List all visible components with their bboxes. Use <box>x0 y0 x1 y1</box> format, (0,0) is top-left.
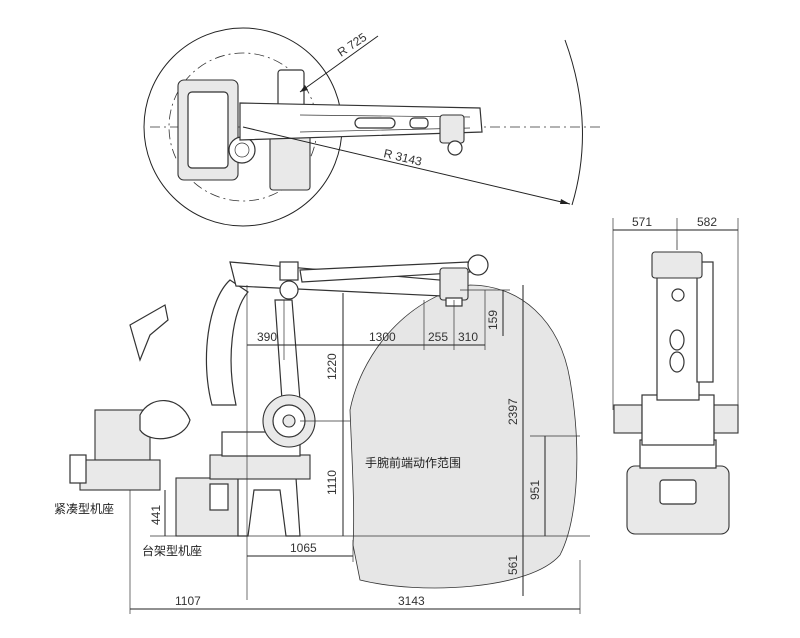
dim-1110: 1110 <box>325 470 339 495</box>
stand-base-label: 台架型机座 <box>142 543 202 558</box>
top-base-inner <box>187 91 229 169</box>
front-slot-1 <box>669 329 685 351</box>
top-wrist-flange <box>447 140 463 156</box>
r3143-leader <box>242 126 571 205</box>
compact-motor <box>69 454 87 484</box>
work-envelope-label: 手腕前端动作范围 <box>365 455 461 470</box>
front-top <box>651 251 703 279</box>
top-motor <box>269 134 311 191</box>
dim-1107: 1107 <box>175 594 201 608</box>
top-joint-circle <box>228 136 256 164</box>
dim-1220: 1220 <box>325 353 339 380</box>
top-arm-slot-1 <box>354 117 396 129</box>
front-base-window <box>659 479 697 505</box>
dim-571: 571 <box>632 215 652 229</box>
wrist-body <box>439 267 469 301</box>
compact-base-label: 紧凑型机座 <box>54 501 114 516</box>
dim-390: 390 <box>257 330 277 344</box>
side-view-robot <box>175 254 489 537</box>
upper-arm-link <box>299 261 471 283</box>
dim-3143: 3143 <box>398 594 425 608</box>
r3143-label: R 3143 <box>382 146 423 168</box>
front-right-motor <box>711 404 739 434</box>
dim-441: 441 <box>149 505 163 525</box>
r725-leader <box>299 35 379 93</box>
compact-base-sketch <box>69 304 191 491</box>
dim-2397: 2397 <box>506 398 520 425</box>
turntable <box>209 454 311 480</box>
dim-561: 561 <box>506 555 520 575</box>
dim-310: 310 <box>458 330 478 344</box>
top-joint-circle-inner <box>234 142 250 158</box>
front-joint <box>671 288 685 302</box>
elbow-joint <box>279 280 299 300</box>
main-gear-hub <box>282 414 296 428</box>
top-view: R 725 R 3143 <box>143 27 600 227</box>
wrist-joint <box>467 254 489 276</box>
dim-159: 159 <box>486 310 500 330</box>
dim-582: 582 <box>697 215 717 229</box>
upper-arm-box <box>279 261 299 281</box>
work-envelope <box>349 284 578 589</box>
outer-reach-arc <box>564 39 583 206</box>
dimension-lines: 571 582 390 1300 255 310 159 1220 1110 2… <box>129 215 739 614</box>
compact-gear <box>139 400 191 440</box>
dim-1300: 1300 <box>369 330 396 344</box>
dim-255: 255 <box>428 330 448 344</box>
stand-base <box>175 477 239 537</box>
dim-951: 951 <box>528 480 542 500</box>
front-column-side <box>696 261 714 383</box>
r3143-arrow <box>560 199 570 204</box>
front-slot-2 <box>669 351 685 373</box>
top-wrist <box>439 114 465 144</box>
compact-base <box>79 459 161 491</box>
lower-arm <box>205 279 249 406</box>
front-gearbox <box>641 394 715 446</box>
dim-1065: 1065 <box>290 541 317 555</box>
compact-arm-ghost <box>129 304 169 362</box>
r725-arrow <box>300 85 308 92</box>
front-view-robot <box>613 240 739 535</box>
front-left-motor <box>613 404 643 434</box>
top-arm-slot-2 <box>409 117 429 129</box>
stand-base-panel <box>209 483 229 511</box>
rear-arm <box>274 299 301 401</box>
